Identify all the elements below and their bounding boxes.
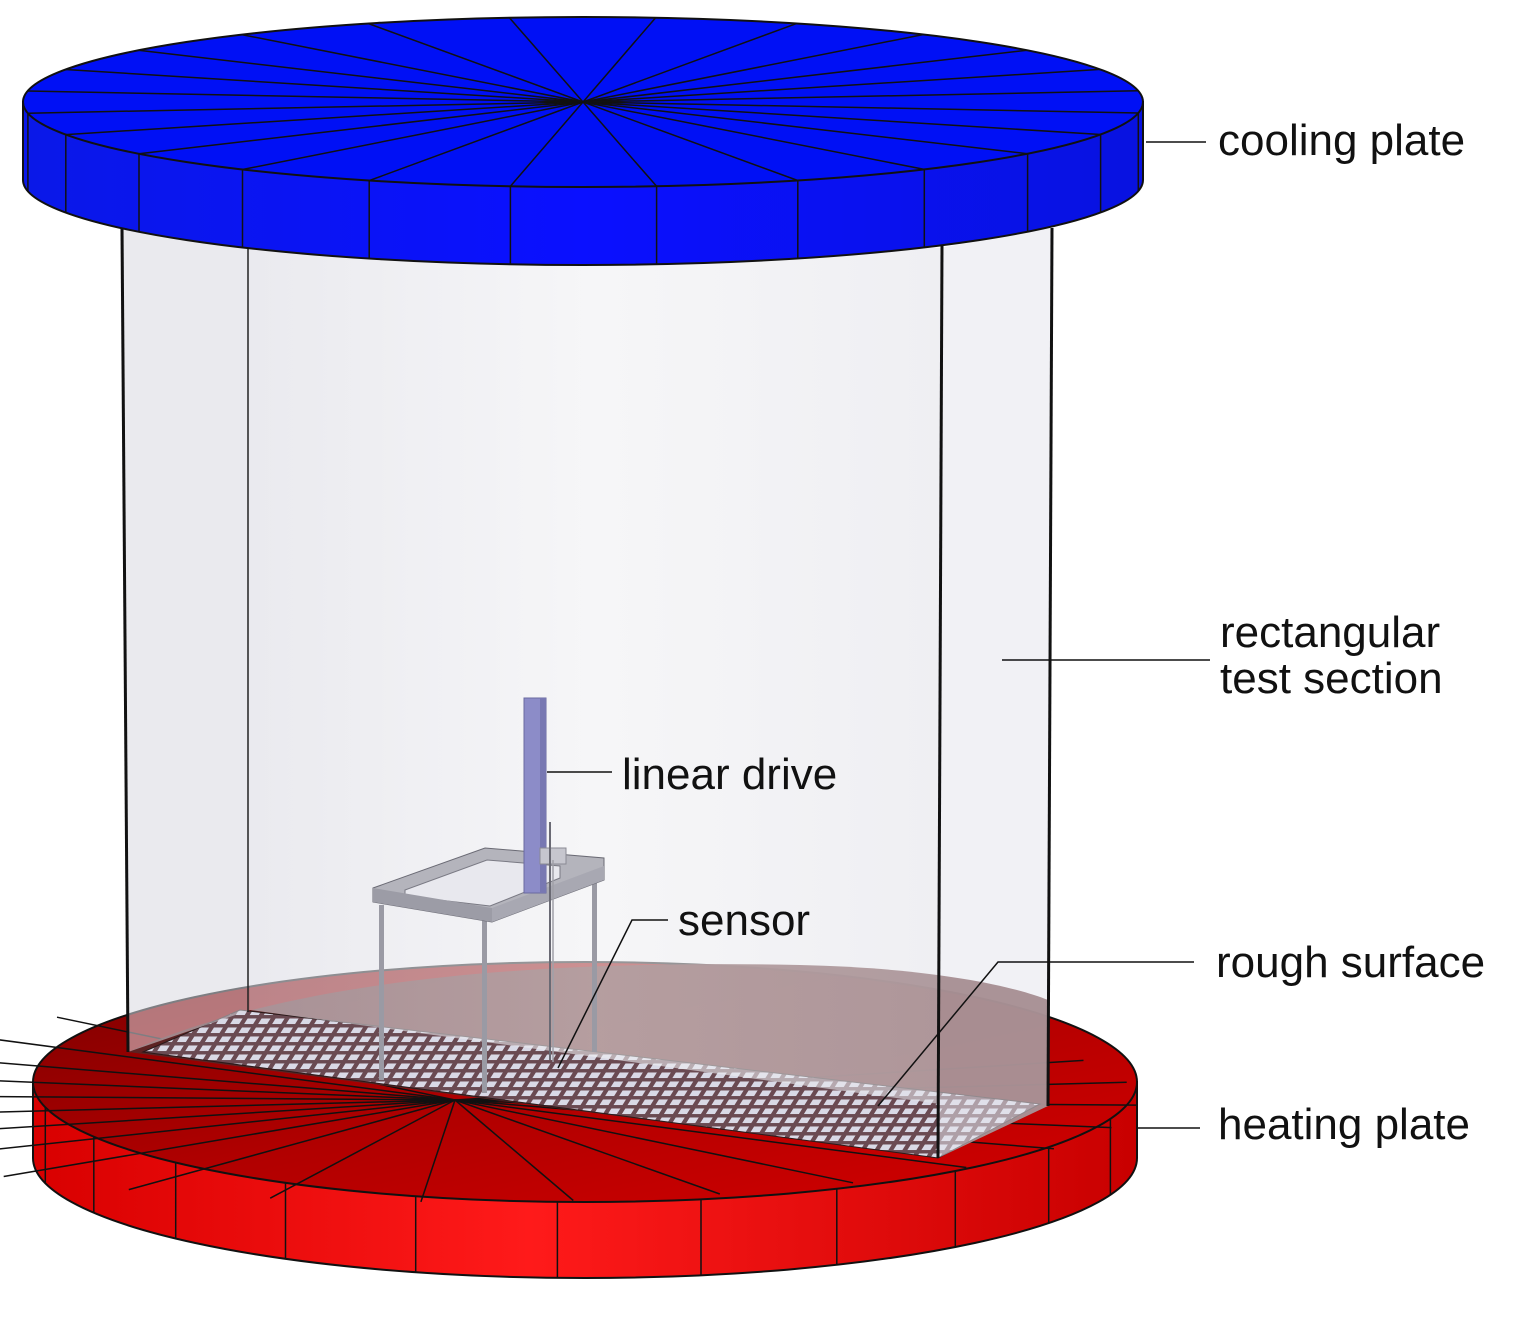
linear-drive-column-side [540, 698, 546, 893]
test-section-label: rectangular test section [1220, 608, 1443, 704]
plate-segment-line [0, 1039, 456, 1101]
plate-segment-line [65, 68, 584, 103]
test-section-label-line1: rectangular [1220, 608, 1441, 657]
plate-segment-line [27, 101, 584, 114]
plate-segment-line [508, 17, 584, 103]
plate-segment-line [582, 49, 1028, 103]
plate-segment-line [420, 1099, 456, 1203]
plate-segment-line [0, 1099, 456, 1113]
plate-segment-line [582, 17, 657, 103]
plate-segment-line [582, 90, 1139, 103]
traverse-frame [372, 697, 605, 1093]
plate-segment-line [509, 101, 584, 187]
plate-segment-line [582, 101, 1101, 136]
plate-segment-line [242, 101, 584, 171]
rough-surface-label: rough surface [1216, 938, 1486, 987]
plate-segment-line [582, 101, 658, 187]
test-section-right-pane [938, 228, 1052, 1158]
plate-segment-line [582, 68, 1101, 103]
frame-leg [592, 880, 597, 1052]
heating-plate-label: heating plate [1218, 1100, 1470, 1149]
plate-segment-line [454, 1099, 721, 1195]
sensor-leader [557, 919, 668, 1069]
plate-segment-line [582, 101, 1028, 155]
plate-segment-line [27, 90, 584, 103]
edge-left-front [120, 224, 130, 1053]
rough-surface-leader [877, 961, 1194, 1107]
plate-segment-line [582, 101, 799, 182]
plate-segment-line [241, 33, 584, 103]
plate-segment-line [65, 101, 584, 136]
plate-segment-line [0, 1099, 456, 1150]
test-section-label-line2: test section [1220, 654, 1443, 704]
frame-side-face [492, 866, 604, 922]
plate-segment-line [3, 1099, 456, 1178]
plate-segment-line [582, 22, 798, 103]
linear-drive-label: linear drive [622, 750, 838, 799]
plate-segment-line [0, 1099, 456, 1130]
plate-segment-line [582, 101, 925, 171]
plate-segment-line [0, 1080, 456, 1101]
frame-front-face [373, 888, 492, 922]
plate-segment-line [368, 101, 584, 182]
frame-leg [482, 905, 487, 1093]
plate-segment-line [138, 101, 584, 155]
plate-segment-line [269, 1099, 456, 1199]
plate-segment-line [0, 1062, 456, 1101]
edge-right-front [936, 244, 944, 1159]
plate-segment-line [138, 49, 584, 103]
test-section-back-left-pane [120, 222, 250, 1052]
plate-segment-line [367, 22, 584, 103]
plate-segment-line [582, 33, 924, 103]
plate-segment-line [0, 1095, 456, 1101]
cooling-plate [22, 16, 1144, 266]
edge-right-back [1046, 227, 1054, 1107]
plate-segment-line [454, 1099, 967, 1169]
plate-segment-line [454, 1099, 854, 1184]
plate-segment-line [582, 101, 1139, 114]
cooling-plate-label: cooling plate [1218, 116, 1466, 165]
plate-segment-line [128, 1099, 456, 1191]
plate-segment-line [454, 1099, 574, 1202]
frame-leg [379, 905, 384, 1080]
sensor-label: sensor [678, 896, 811, 945]
